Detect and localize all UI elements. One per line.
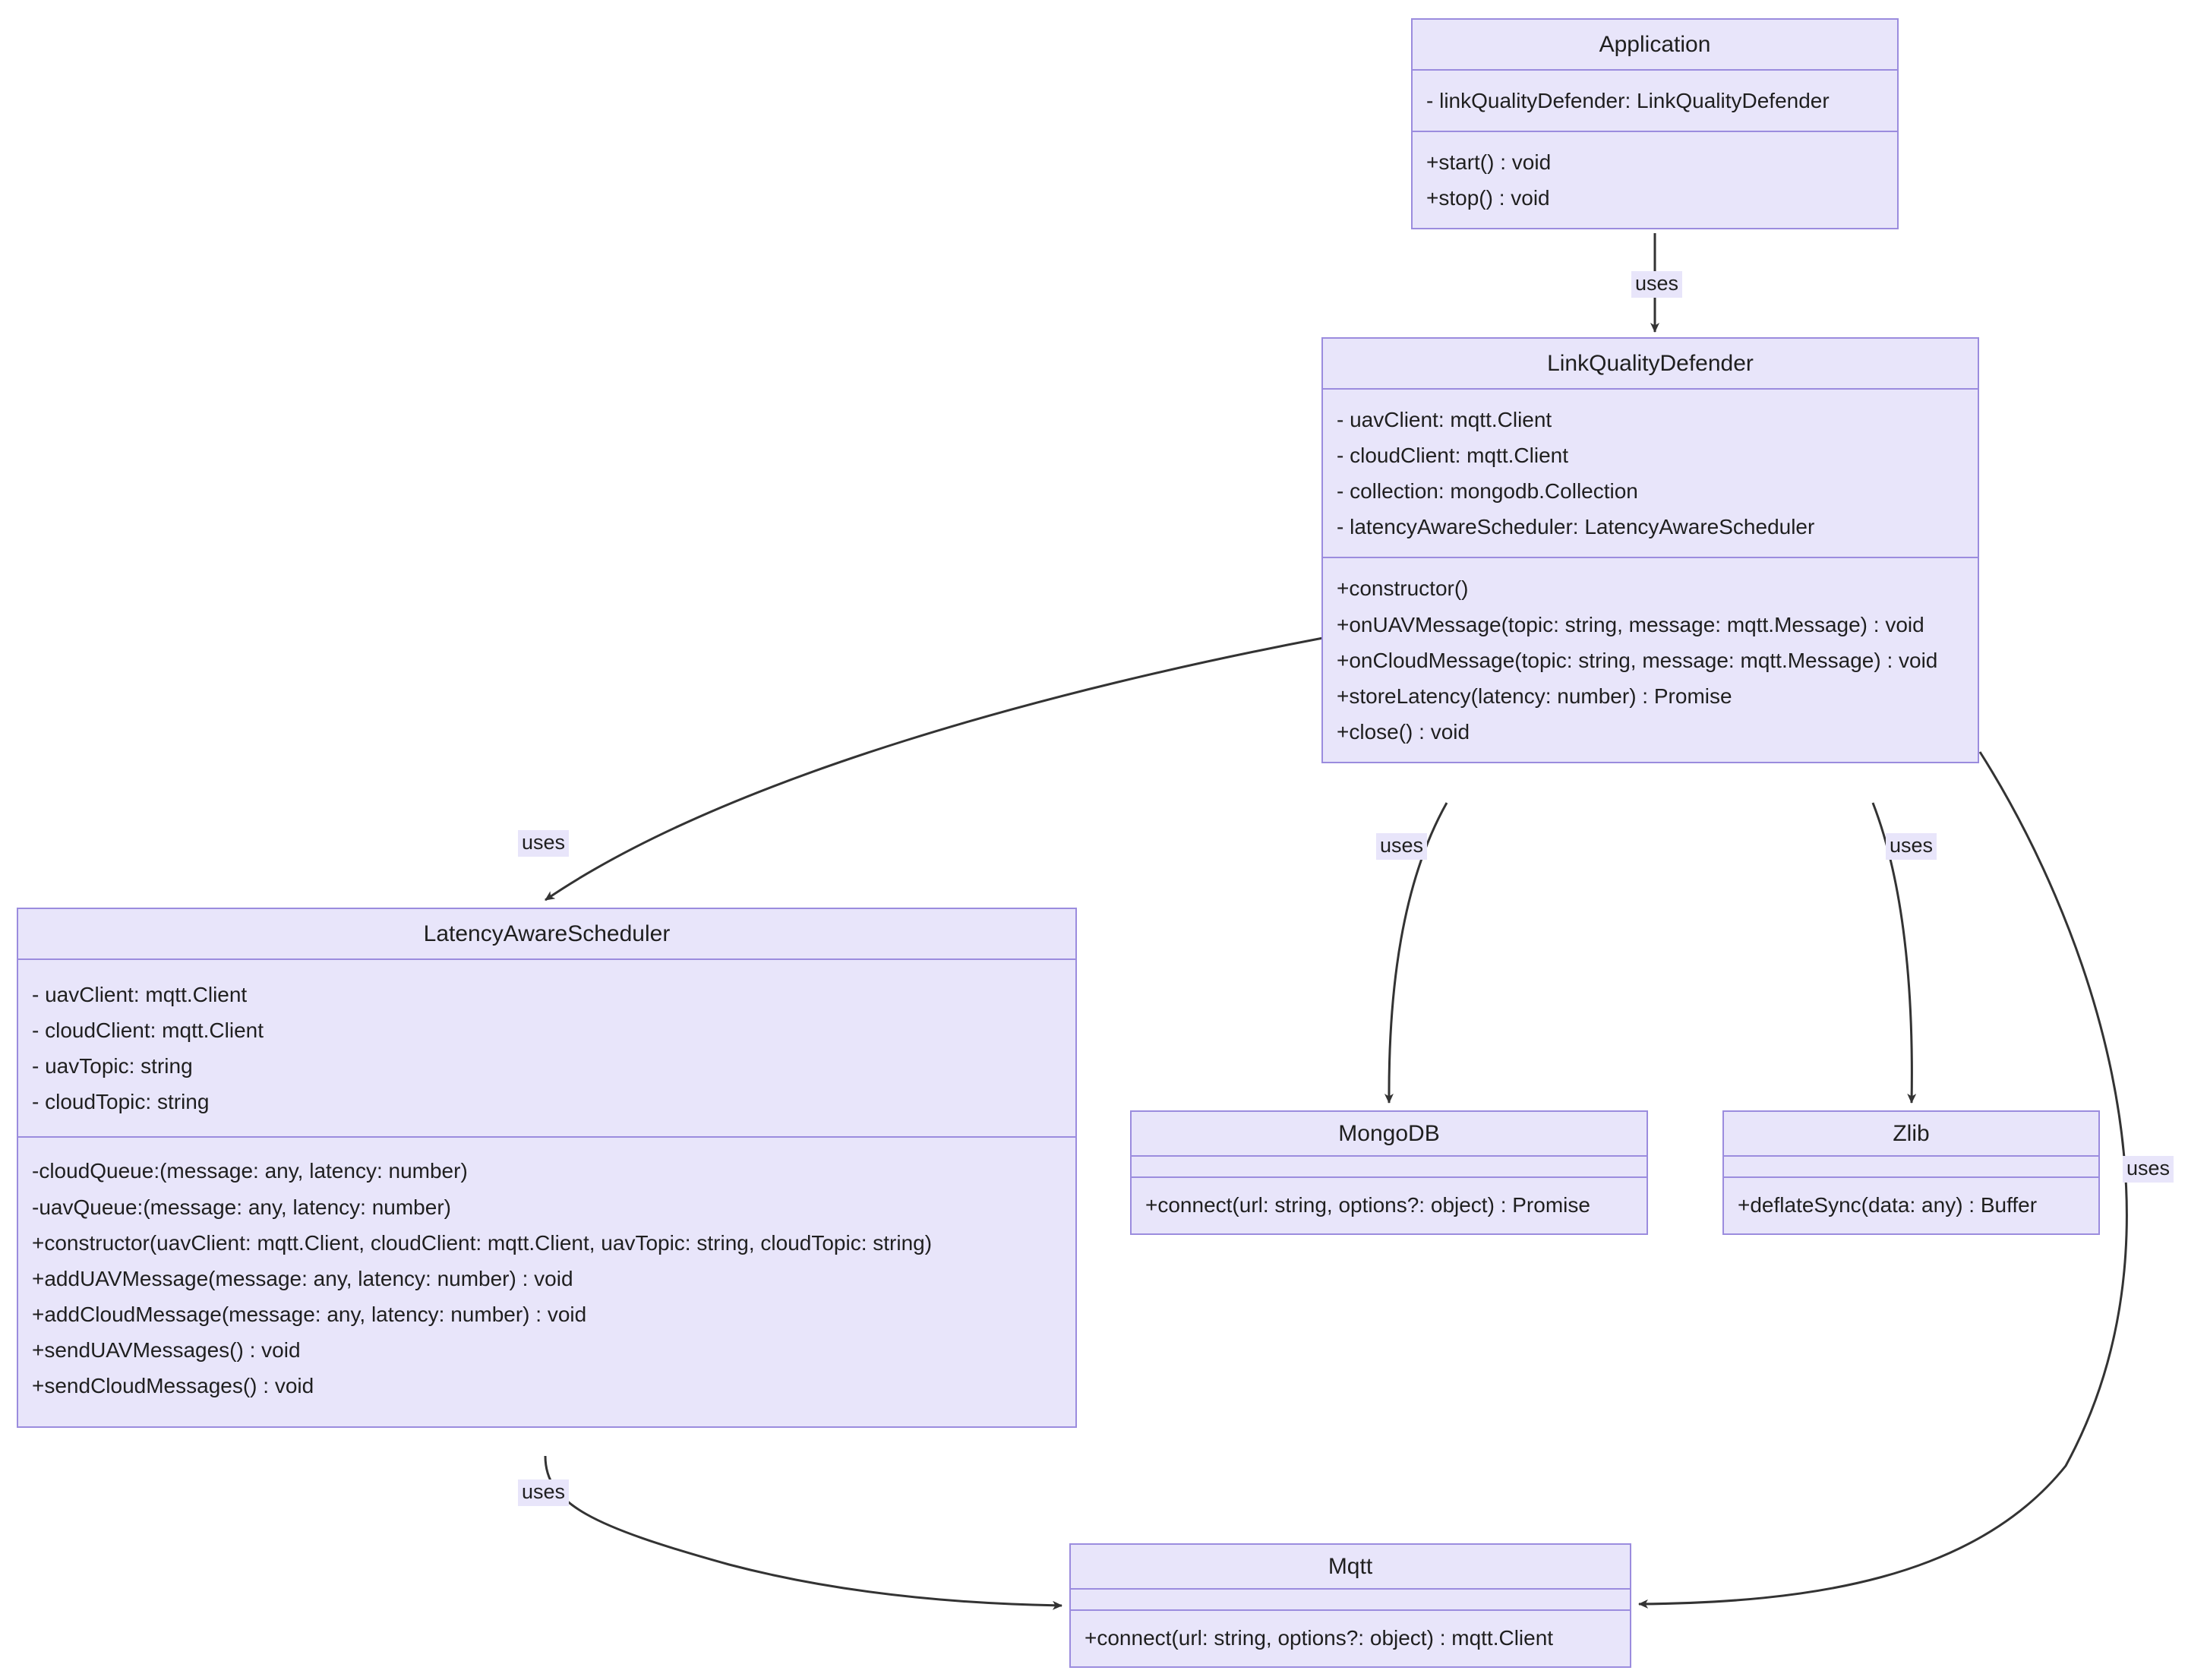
class-method: +connect(url: string, options?: object) … [1085,1626,1554,1650]
class-attribute: - cloudClient: mqtt.Client [1337,444,1569,468]
class-method: +close() : void [1337,719,1470,744]
class-method: +constructor() [1337,576,1469,601]
class-attribute: - cloudTopic: string [32,1090,210,1114]
class-attribute: - latencyAwareScheduler: LatencyAwareSch… [1337,515,1815,539]
methods-compartment-mqtt: +connect(url: string, options?: object) … [1071,1611,1630,1667]
class-box-latencyawarescheduler[interactable]: LatencyAwareScheduler - uavClient: mqtt.… [17,908,1077,1429]
class-attribute: - uavTopic: string [32,1054,193,1078]
methods-compartment-application: +start() : void +stop() : void [1413,132,1897,229]
class-box-zlib[interactable]: Zlib +deflateSync(data: any) : Buffer [1722,1110,2100,1236]
attributes-compartment-linkqualitydefender: - uavClient: mqtt.Client - cloudClient: … [1323,390,1978,559]
edge-label-latencyawarescheduler-to-mqtt: uses [518,1479,570,1506]
class-attribute: - linkQualityDefender: LinkQualityDefend… [1426,89,1830,112]
class-box-application[interactable]: Application - linkQualityDefender: LinkQ… [1411,18,1899,230]
class-method: +onUAVMessage(topic: string, message: mq… [1337,612,1924,636]
class-method: +connect(url: string, options?: object) … [1145,1193,1590,1217]
class-method: -cloudQueue:(message: any, latency: numb… [32,1159,468,1183]
class-method: +sendUAVMessages() : void [32,1337,301,1362]
edge-label-linkqualitydefender-to-latencyawarescheduler: uses [518,830,570,857]
edge-label-linkqualitydefender-to-zlib: uses [1886,833,1937,860]
class-method: +addUAVMessage(message: any, latency: nu… [32,1266,573,1290]
class-box-linkqualitydefender[interactable]: LinkQualityDefender - uavClient: mqtt.Cl… [1321,337,1979,763]
methods-compartment-zlib: +deflateSync(data: any) : Buffer [1724,1178,2098,1234]
edge-linkqualitydefender-to-latencyawarescheduler [545,636,1324,902]
methods-compartment-linkqualitydefender: +constructor() +onUAVMessage(topic: stri… [1323,558,1978,762]
class-title-zlib: Zlib [1724,1112,2098,1157]
methods-compartment-latencyawarescheduler: -cloudQueue:(message: any, latency: numb… [18,1138,1075,1427]
class-method: +constructor(uavClient: mqtt.Client, clo… [32,1230,933,1255]
class-box-mongodb[interactable]: MongoDB +connect(url: string, options?: … [1130,1110,1648,1236]
class-box-mqtt[interactable]: Mqtt +connect(url: string, options?: obj… [1069,1543,1631,1669]
edge-latencyawarescheduler-to-mqtt [544,1455,1062,1610]
class-title-application: Application [1413,20,1897,71]
edge-label-application-to-linkqualitydefender: uses [1631,271,1683,298]
methods-compartment-mongodb: +connect(url: string, options?: object) … [1132,1178,1647,1234]
class-attribute: - uavClient: mqtt.Client [1337,408,1552,431]
class-attribute: - collection: mongodb.Collection [1337,479,1638,504]
class-method: -uavQueue:(message: any, latency: number… [32,1195,451,1219]
class-attribute: - uavClient: mqtt.Client [32,983,248,1006]
attributes-compartment-application: - linkQualityDefender: LinkQualityDefend… [1413,71,1897,133]
edge-label-linkqualitydefender-to-mqtt: uses [2123,1156,2174,1183]
class-method: +deflateSync(data: any) : Buffer [1738,1193,2038,1217]
class-attribute: - cloudClient: mqtt.Client [32,1018,264,1043]
attributes-compartment-zlib [1724,1157,2098,1178]
class-title-mongodb: MongoDB [1132,1112,1647,1157]
attributes-compartment-mqtt [1071,1590,1630,1611]
class-method: +start() : void [1426,150,1552,175]
attributes-compartment-mongodb [1132,1157,1647,1178]
class-method: +onCloudMessage(topic: string, message: … [1337,648,1938,672]
class-method: +addCloudMessage(message: any, latency: … [32,1302,587,1326]
edge-label-linkqualitydefender-to-mongodb: uses [1376,833,1428,860]
class-method: +sendCloudMessages() : void [32,1374,314,1398]
class-method: +stop() : void [1426,186,1550,210]
class-method: +storeLatency(latency: number) : Promise [1337,684,1732,708]
class-title-linkqualitydefender: LinkQualityDefender [1323,339,1978,390]
class-title-mqtt: Mqtt [1071,1545,1630,1590]
attributes-compartment-latencyawarescheduler: - uavClient: mqtt.Client - cloudClient: … [18,960,1075,1138]
class-title-latencyawarescheduler: LatencyAwareScheduler [18,909,1075,960]
